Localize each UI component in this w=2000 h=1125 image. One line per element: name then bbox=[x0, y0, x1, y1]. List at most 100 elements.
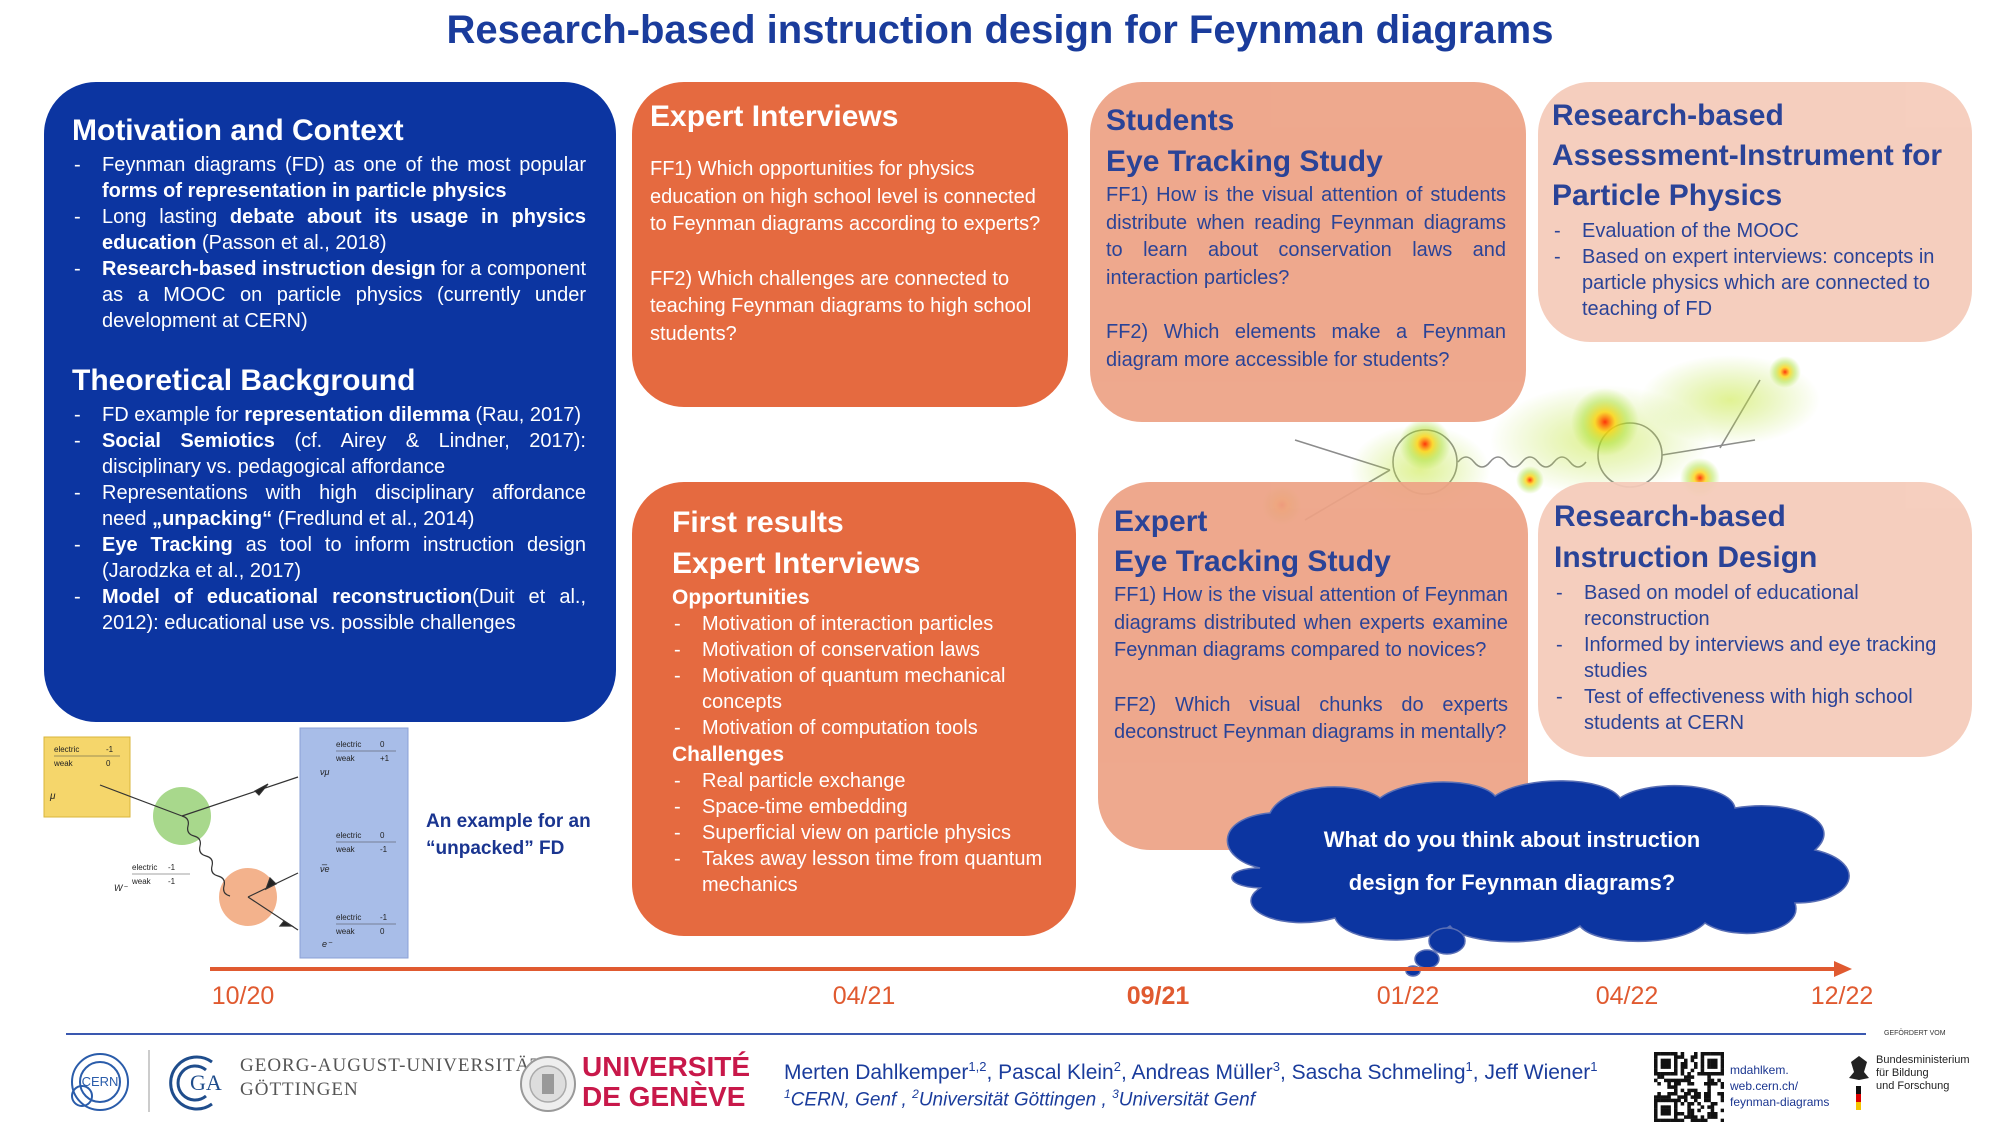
cern-logo: CERN bbox=[71, 1053, 129, 1111]
geneve-line-2: DE GENÈVE bbox=[582, 1081, 746, 1112]
example-caption: An example for an “unpacked” FD bbox=[426, 808, 591, 862]
bullet-dash: - bbox=[1554, 246, 1561, 268]
list-item-text: (Passon et al., 2018) bbox=[196, 232, 387, 254]
list-item-text: Based on expert interviews: concepts in … bbox=[1582, 246, 1935, 320]
authors-line: Merten Dahlkemper1,2, Pascal Klein2, And… bbox=[784, 1059, 1598, 1084]
bullet-dash: - bbox=[74, 154, 81, 176]
bmbf-eagle-flag-icon bbox=[1849, 1056, 1869, 1110]
list-item: -Informed by interviews and eye tracking… bbox=[1554, 632, 1956, 684]
list-item-text: FD example for bbox=[102, 404, 245, 426]
bullet-dash: - bbox=[674, 613, 681, 635]
list-item-text: debate about its usage in physics educat… bbox=[102, 206, 587, 254]
poster-title: Research-based instruction design for Fe… bbox=[446, 8, 1554, 52]
list-item-text: Social Semiotics bbox=[102, 430, 275, 452]
qr-link-line-3: feynman-diagrams bbox=[1730, 1095, 1830, 1109]
bmbf-funded-label: GEFÖRDERT VOM bbox=[1884, 1030, 1946, 1037]
bullet-dash: - bbox=[74, 206, 81, 228]
list-item: -Real particle exchange bbox=[672, 768, 1056, 794]
author-name: Pascal Klein bbox=[998, 1061, 1114, 1084]
assessment-heading-3: Particle Physics bbox=[1552, 179, 1783, 212]
geneve-name: UNIVERSITÉ DE GENÈVE bbox=[582, 1052, 750, 1112]
students-heading-2: Eye Tracking Study bbox=[1106, 145, 1383, 178]
list-item-text: Superficial view on particle physics bbox=[702, 822, 1012, 844]
svg-text:-1: -1 bbox=[380, 845, 388, 854]
author-name: Jeff Wiener bbox=[1484, 1061, 1591, 1084]
svg-text:CERN: CERN bbox=[82, 1074, 119, 1089]
author-affiliation-sup: 1 bbox=[1590, 1059, 1598, 1074]
affiliation-sup: 3 bbox=[1112, 1087, 1119, 1101]
qr-code-icon[interactable] bbox=[1654, 1052, 1724, 1122]
bullet-dash: - bbox=[674, 796, 681, 818]
list-item-text: Motivation of conservation laws bbox=[702, 639, 980, 661]
list-item-text: Based on model of educational reconstruc… bbox=[1584, 582, 1859, 630]
instruction-design-panel: Research-based Instruction Design -Based… bbox=[1538, 482, 1972, 757]
svg-text:-1: -1 bbox=[380, 913, 388, 922]
students-q2: FF2) Which elements make a Feynman diagr… bbox=[1106, 321, 1506, 371]
instruction-heading-1: Research-based bbox=[1554, 500, 1786, 533]
assessment-heading-2: Assessment-Instrument for bbox=[1552, 139, 1943, 172]
example-caption-line-1: An example for an bbox=[426, 811, 591, 832]
list-item-text: Informed by interviews and eye tracking … bbox=[1584, 634, 1937, 682]
bullet-dash: - bbox=[674, 822, 681, 844]
qr-link[interactable]: mdahlkem. web.cern.ch/ feynman-diagrams bbox=[1730, 1062, 1829, 1110]
list-item-text: Eye Tracking bbox=[102, 534, 233, 556]
assessment-heading-1: Research-based bbox=[1552, 99, 1784, 132]
list-item: -Based on expert interviews: concepts in… bbox=[1552, 244, 1956, 322]
svg-text:electric: electric bbox=[336, 913, 361, 922]
expert-study-heading-1: Expert bbox=[1114, 505, 1208, 538]
svg-text:weak: weak bbox=[131, 877, 152, 886]
bullet-dash: - bbox=[674, 717, 681, 739]
list-item: -Space-time embedding bbox=[672, 794, 1056, 820]
instruction-list: -Based on model of educational reconstru… bbox=[1554, 580, 1956, 736]
example-caption-line-2: “unpacked” FD bbox=[426, 838, 565, 859]
motivation-list: -Feynman diagrams (FD) as one of the mos… bbox=[72, 152, 586, 334]
timeline-label: 12/22 bbox=[1810, 982, 1874, 1010]
svg-text:weak: weak bbox=[335, 845, 356, 854]
challenges-label: Challenges bbox=[672, 743, 785, 766]
theory-heading: Theoretical Background bbox=[72, 364, 416, 397]
bullet-dash: - bbox=[1556, 634, 1563, 656]
svg-text:e⁻: e⁻ bbox=[322, 939, 333, 949]
motivation-panel: Motivation and Context -Feynman diagrams… bbox=[44, 82, 616, 722]
affiliation-name: CERN, Genf bbox=[790, 1089, 897, 1111]
goettingen-seal-icon: GA bbox=[169, 1055, 222, 1111]
bullet-dash: - bbox=[1556, 686, 1563, 708]
goettingen-line-1: GEORG-AUGUST-UNIVERSITÄT bbox=[240, 1055, 544, 1076]
svg-text:μ: μ bbox=[49, 791, 56, 802]
bullet-dash: - bbox=[674, 770, 681, 792]
svg-text:+1: +1 bbox=[380, 754, 390, 763]
students-heading-1: Students bbox=[1106, 104, 1235, 137]
list-item-text: Motivation of computation tools bbox=[702, 717, 978, 739]
list-item-text: for a component as a MOOC on particle ph… bbox=[102, 258, 587, 332]
expert-interviews-q1: FF1) Which opportunities for physics edu… bbox=[650, 158, 1041, 235]
timeline-label: 10/20 bbox=[211, 982, 275, 1010]
bullet-dash: - bbox=[674, 665, 681, 687]
bullet-dash: - bbox=[74, 586, 81, 608]
list-item: -FD example for representation dilemma (… bbox=[72, 402, 586, 428]
list-item-text: forms of representation in particle phys… bbox=[102, 180, 507, 202]
list-item: -Motivation of conservation laws bbox=[672, 637, 1056, 663]
list-item: -Model of educational reconstruction(Dui… bbox=[72, 584, 586, 636]
timeline-label: 09/21 bbox=[1126, 982, 1190, 1010]
opportunities-list: -Motivation of interaction particles-Mot… bbox=[672, 611, 1056, 741]
svg-text:weak: weak bbox=[53, 759, 74, 768]
list-item: -Motivation of computation tools bbox=[672, 715, 1056, 741]
expert-study-q2: FF2) Which visual chunks do experts deco… bbox=[1114, 693, 1508, 744]
svg-text:0: 0 bbox=[380, 740, 385, 749]
svg-text:W⁻: W⁻ bbox=[114, 883, 128, 893]
bmbf-line-2: für Bildung bbox=[1876, 1067, 1929, 1079]
motivation-heading: Motivation and Context bbox=[72, 114, 404, 147]
timeline-label: 01/22 bbox=[1376, 982, 1440, 1010]
bullet-dash: - bbox=[1554, 220, 1561, 242]
svg-text:electric: electric bbox=[132, 863, 157, 872]
bmbf-line-1: Bundesministerium bbox=[1876, 1054, 1970, 1066]
list-item: -Research-based instruction design for a… bbox=[72, 256, 586, 334]
author-affiliation-sup: 1,2 bbox=[968, 1059, 987, 1074]
qr-link-line-2: web.cern.ch/ bbox=[1730, 1079, 1799, 1093]
cloud-line-1: What do you think about instruction bbox=[1323, 827, 1701, 852]
qr-link-line-1: mdahlkem. bbox=[1730, 1063, 1789, 1077]
author-affiliation-sup: 1 bbox=[1465, 1059, 1473, 1074]
assessment-list: -Evaluation of the MOOC-Based on expert … bbox=[1552, 218, 1956, 322]
list-item-text: (Rau, 2017) bbox=[469, 404, 582, 426]
